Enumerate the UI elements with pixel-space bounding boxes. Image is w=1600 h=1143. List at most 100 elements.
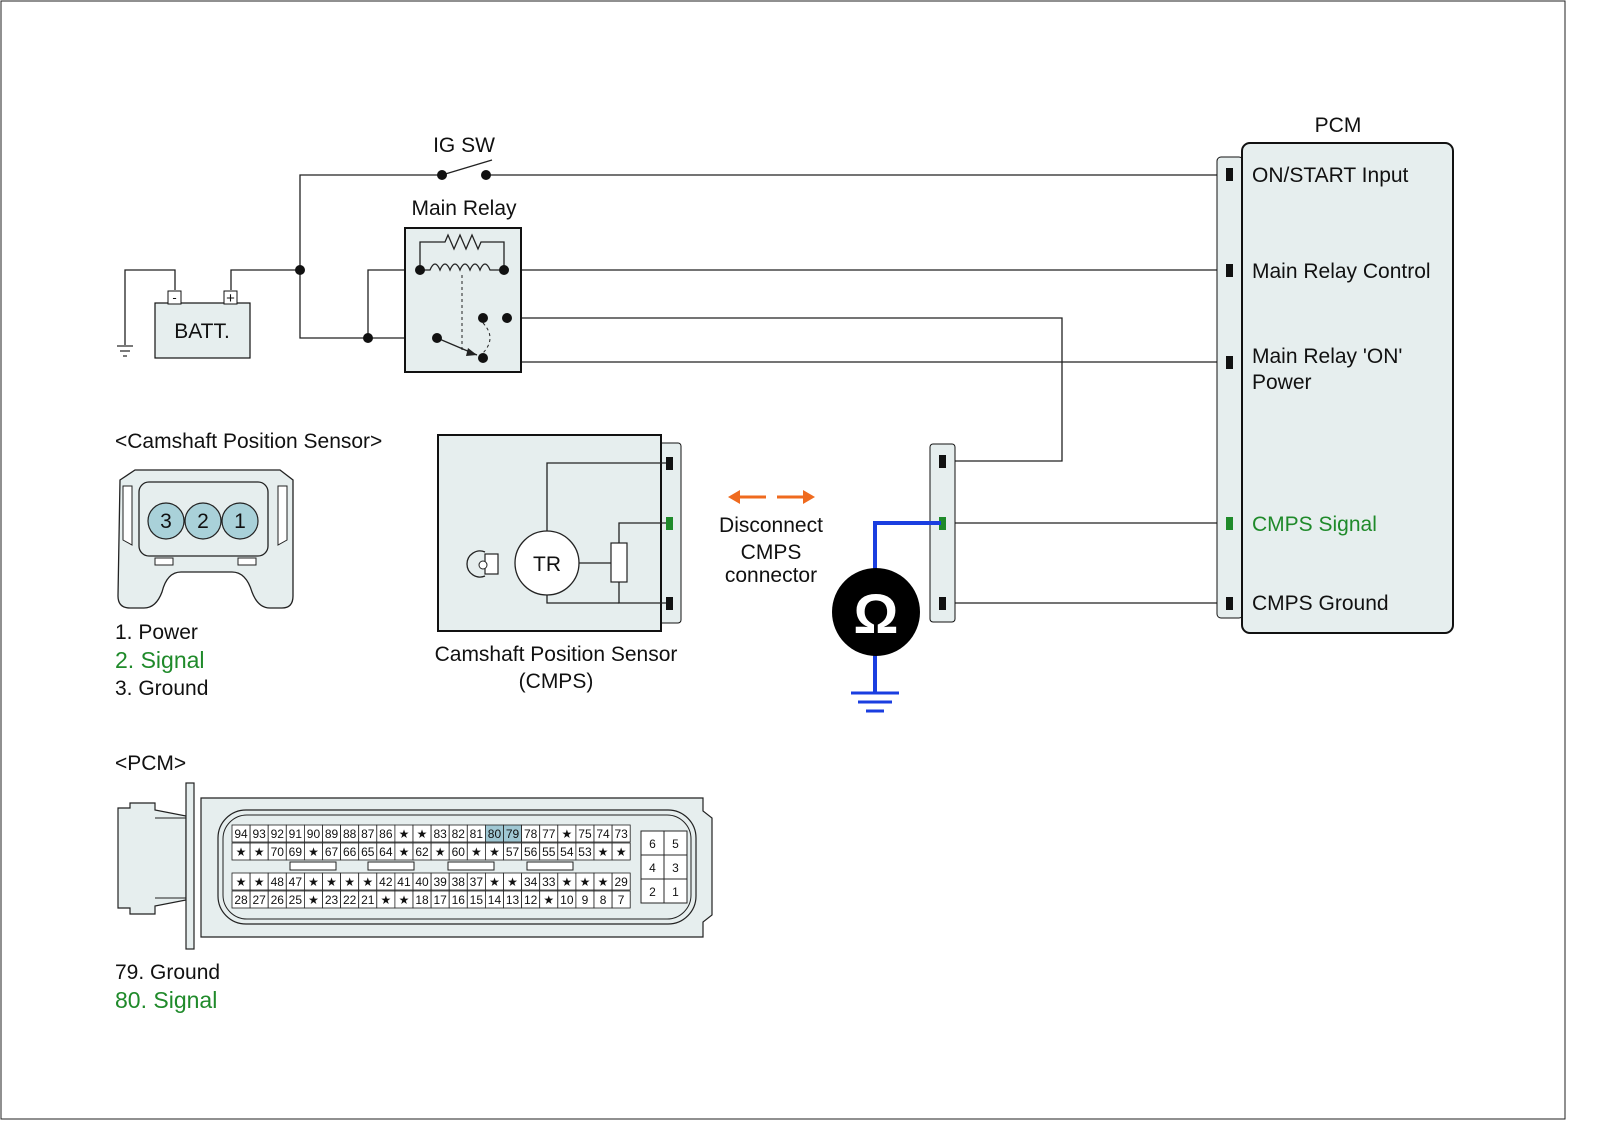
pcm-heading: <PCM> — [115, 752, 186, 775]
pcm-pin-number: 79 — [506, 827, 520, 841]
ig-sw-label: IG SW — [433, 134, 495, 157]
pcm-small-pin-cell — [663, 878, 688, 904]
pcm-pin-number: 34 — [524, 875, 538, 889]
pcm-pin-number: ★ — [507, 875, 518, 889]
pcm-pin-number: 88 — [343, 827, 357, 841]
pcm-pin-number: 14 — [488, 893, 502, 907]
pcm-pin-relay-on — [1226, 356, 1233, 369]
pcm-small-pin-number: 4 — [649, 861, 656, 875]
switch-icon — [441, 159, 493, 176]
pcm-small-pin-number: 2 — [649, 885, 656, 899]
pcm-main-relay-power-label: Power — [1252, 371, 1312, 394]
pcm-pin-number: ★ — [308, 845, 319, 859]
pcm-pin-number: ★ — [380, 893, 391, 907]
pcm-pin-number: ★ — [435, 845, 446, 859]
pcm-pin-number: 73 — [614, 827, 628, 841]
pcm-pin-number: ★ — [362, 875, 373, 889]
pcm-pin-number: 15 — [470, 893, 484, 907]
pcm-pin-number: 29 — [614, 875, 628, 889]
pcm-on-start-label: ON/START Input — [1252, 164, 1409, 187]
pcm-cmps-ground-label: CMPS Ground — [1252, 592, 1389, 615]
pcm-pin-number: 17 — [433, 893, 447, 907]
pcm-pin-number: ★ — [616, 845, 627, 859]
disconnect-label-line1: Disconnect — [719, 514, 823, 537]
ground-icon — [117, 345, 133, 357]
pcm-pin-number: ★ — [561, 875, 572, 889]
pcm-pin-number: 77 — [542, 827, 556, 841]
pcm-pin-cell — [611, 842, 631, 861]
pcm-pin-number: 83 — [433, 827, 447, 841]
ohmmeter-icon — [832, 568, 920, 656]
pcm-pin-number: 81 — [470, 827, 484, 841]
cmps-sensor-schematic: TR — [437, 434, 682, 632]
pcm-pin-number: 92 — [271, 827, 285, 841]
disconnect-label-line3: connector — [725, 564, 817, 587]
cmps-name-line2: (CMPS) — [519, 670, 594, 693]
disconnect-arrows-icon — [728, 490, 815, 504]
pcm-pin-number: 64 — [379, 845, 393, 859]
harness-connector — [929, 443, 956, 623]
pcm-pin-number: 69 — [289, 845, 303, 859]
pcm-pin-cell — [611, 824, 631, 843]
sensor-heading: <Camshaft Position Sensor> — [115, 430, 382, 453]
pcm-pin-number: 53 — [578, 845, 592, 859]
pcm-pin-number: 16 — [452, 893, 466, 907]
pcm-small-pin-number: 5 — [672, 837, 679, 851]
pcm-pin-number: 28 — [234, 893, 248, 907]
pcm-pin-number: 60 — [452, 845, 466, 859]
pcm-pin-desc-ground: 79. Ground — [115, 961, 220, 984]
pcm-pin-number: ★ — [598, 845, 609, 859]
pcm-pin-number: ★ — [308, 875, 319, 889]
transistor-label: TR — [533, 553, 561, 576]
pcm-pin-number: 21 — [361, 893, 375, 907]
pcm-pin-number: ★ — [326, 875, 337, 889]
pcm-pin-number: 67 — [325, 845, 339, 859]
pcm-pin-number: 23 — [325, 893, 339, 907]
pcm-small-pin-number: 1 — [672, 885, 679, 899]
pcm-pin-number: ★ — [561, 827, 572, 841]
pcm-pin-number: 93 — [252, 827, 266, 841]
pcm-pin-number: 40 — [415, 875, 429, 889]
ground-symbol-icon — [851, 691, 899, 713]
pcm-pin-number: 12 — [524, 893, 538, 907]
battery-minus-label: - — [172, 290, 176, 305]
pcm-pin-number: 13 — [506, 893, 520, 907]
pcm-pin-number: 42 — [379, 875, 393, 889]
pcm-pin-number: 65 — [361, 845, 375, 859]
sensor-pin-desc-signal: 2. Signal — [115, 647, 205, 673]
sensor-connector-face: 3 2 1 — [117, 469, 294, 609]
sensor-pin-1: 1 — [234, 510, 246, 533]
pcm-pin-number: ★ — [254, 875, 265, 889]
main-relay: Main Relay — [404, 197, 522, 373]
pcm-main-relay-on-label: Main Relay 'ON' — [1252, 345, 1402, 368]
pcm-pin-number: 91 — [289, 827, 303, 841]
pcm-pin-on-start — [1226, 168, 1233, 181]
pcm-pin-number: 7 — [618, 893, 625, 907]
pcm-pin-number: ★ — [236, 875, 247, 889]
pcm-pin-number: 86 — [379, 827, 393, 841]
disconnect-label-line2: CMPS — [741, 541, 802, 564]
ohmmeter: Ω — [832, 521, 941, 713]
pcm-pin-number: 10 — [560, 893, 574, 907]
sensor-pin-2: 2 — [197, 510, 209, 533]
ohm-symbol: Ω — [854, 582, 899, 645]
pcm-pin-number: 48 — [271, 875, 285, 889]
pcm-pin-number: ★ — [344, 875, 355, 889]
battery-label: BATT. — [174, 320, 230, 343]
pcm-pin-number: ★ — [543, 893, 554, 907]
pcm-small-pin-number: 3 — [672, 861, 679, 875]
pcm-pin-number: 25 — [289, 893, 303, 907]
pcm-pin-number: 80 — [488, 827, 502, 841]
pcm-pin-number: 62 — [415, 845, 429, 859]
pcm-pin-number: 47 — [289, 875, 303, 889]
sensor-pin-desc-ground: 3. Ground — [115, 677, 208, 700]
pcm-pin-number: 26 — [271, 893, 285, 907]
pcm-pin-number: ★ — [580, 875, 591, 889]
pcm-pin-number: 38 — [452, 875, 466, 889]
pcm-pin-number: 55 — [542, 845, 556, 859]
battery-plus-label: + — [226, 290, 235, 307]
pcm-pin-number: 37 — [470, 875, 484, 889]
